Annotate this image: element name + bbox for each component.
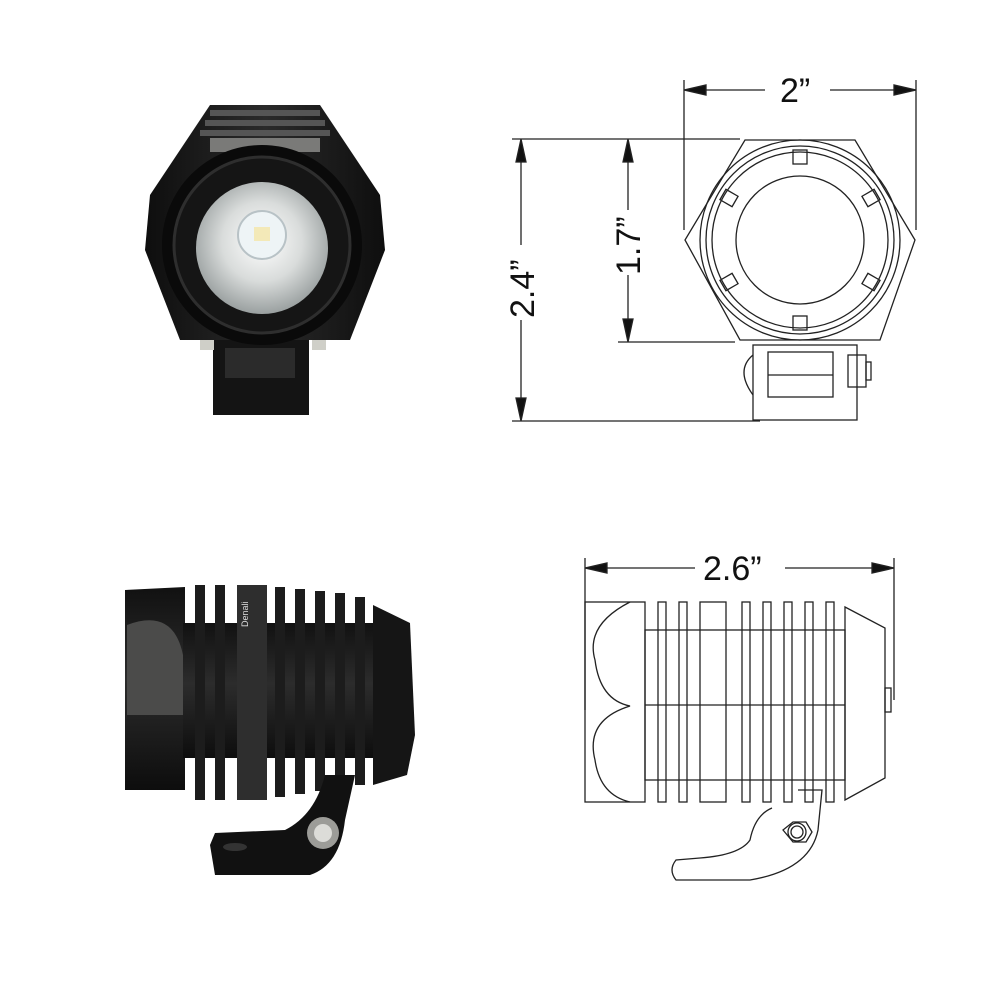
dimension-length-label: 2.6” [703,550,762,588]
dimension-width-label: 2” [780,72,810,110]
dimension-lens-height-label: 1.7” [610,216,648,275]
side-view-photo: Denali [115,575,425,885]
dimension-overall-height-label: 2.4” [504,259,542,318]
front-view-photo [140,100,390,420]
side-view-drawing: 2.6” [570,540,910,890]
front-view-drawing: 2” 2.4” 1.7” [490,60,930,440]
brand-mark: Denali [240,601,250,627]
